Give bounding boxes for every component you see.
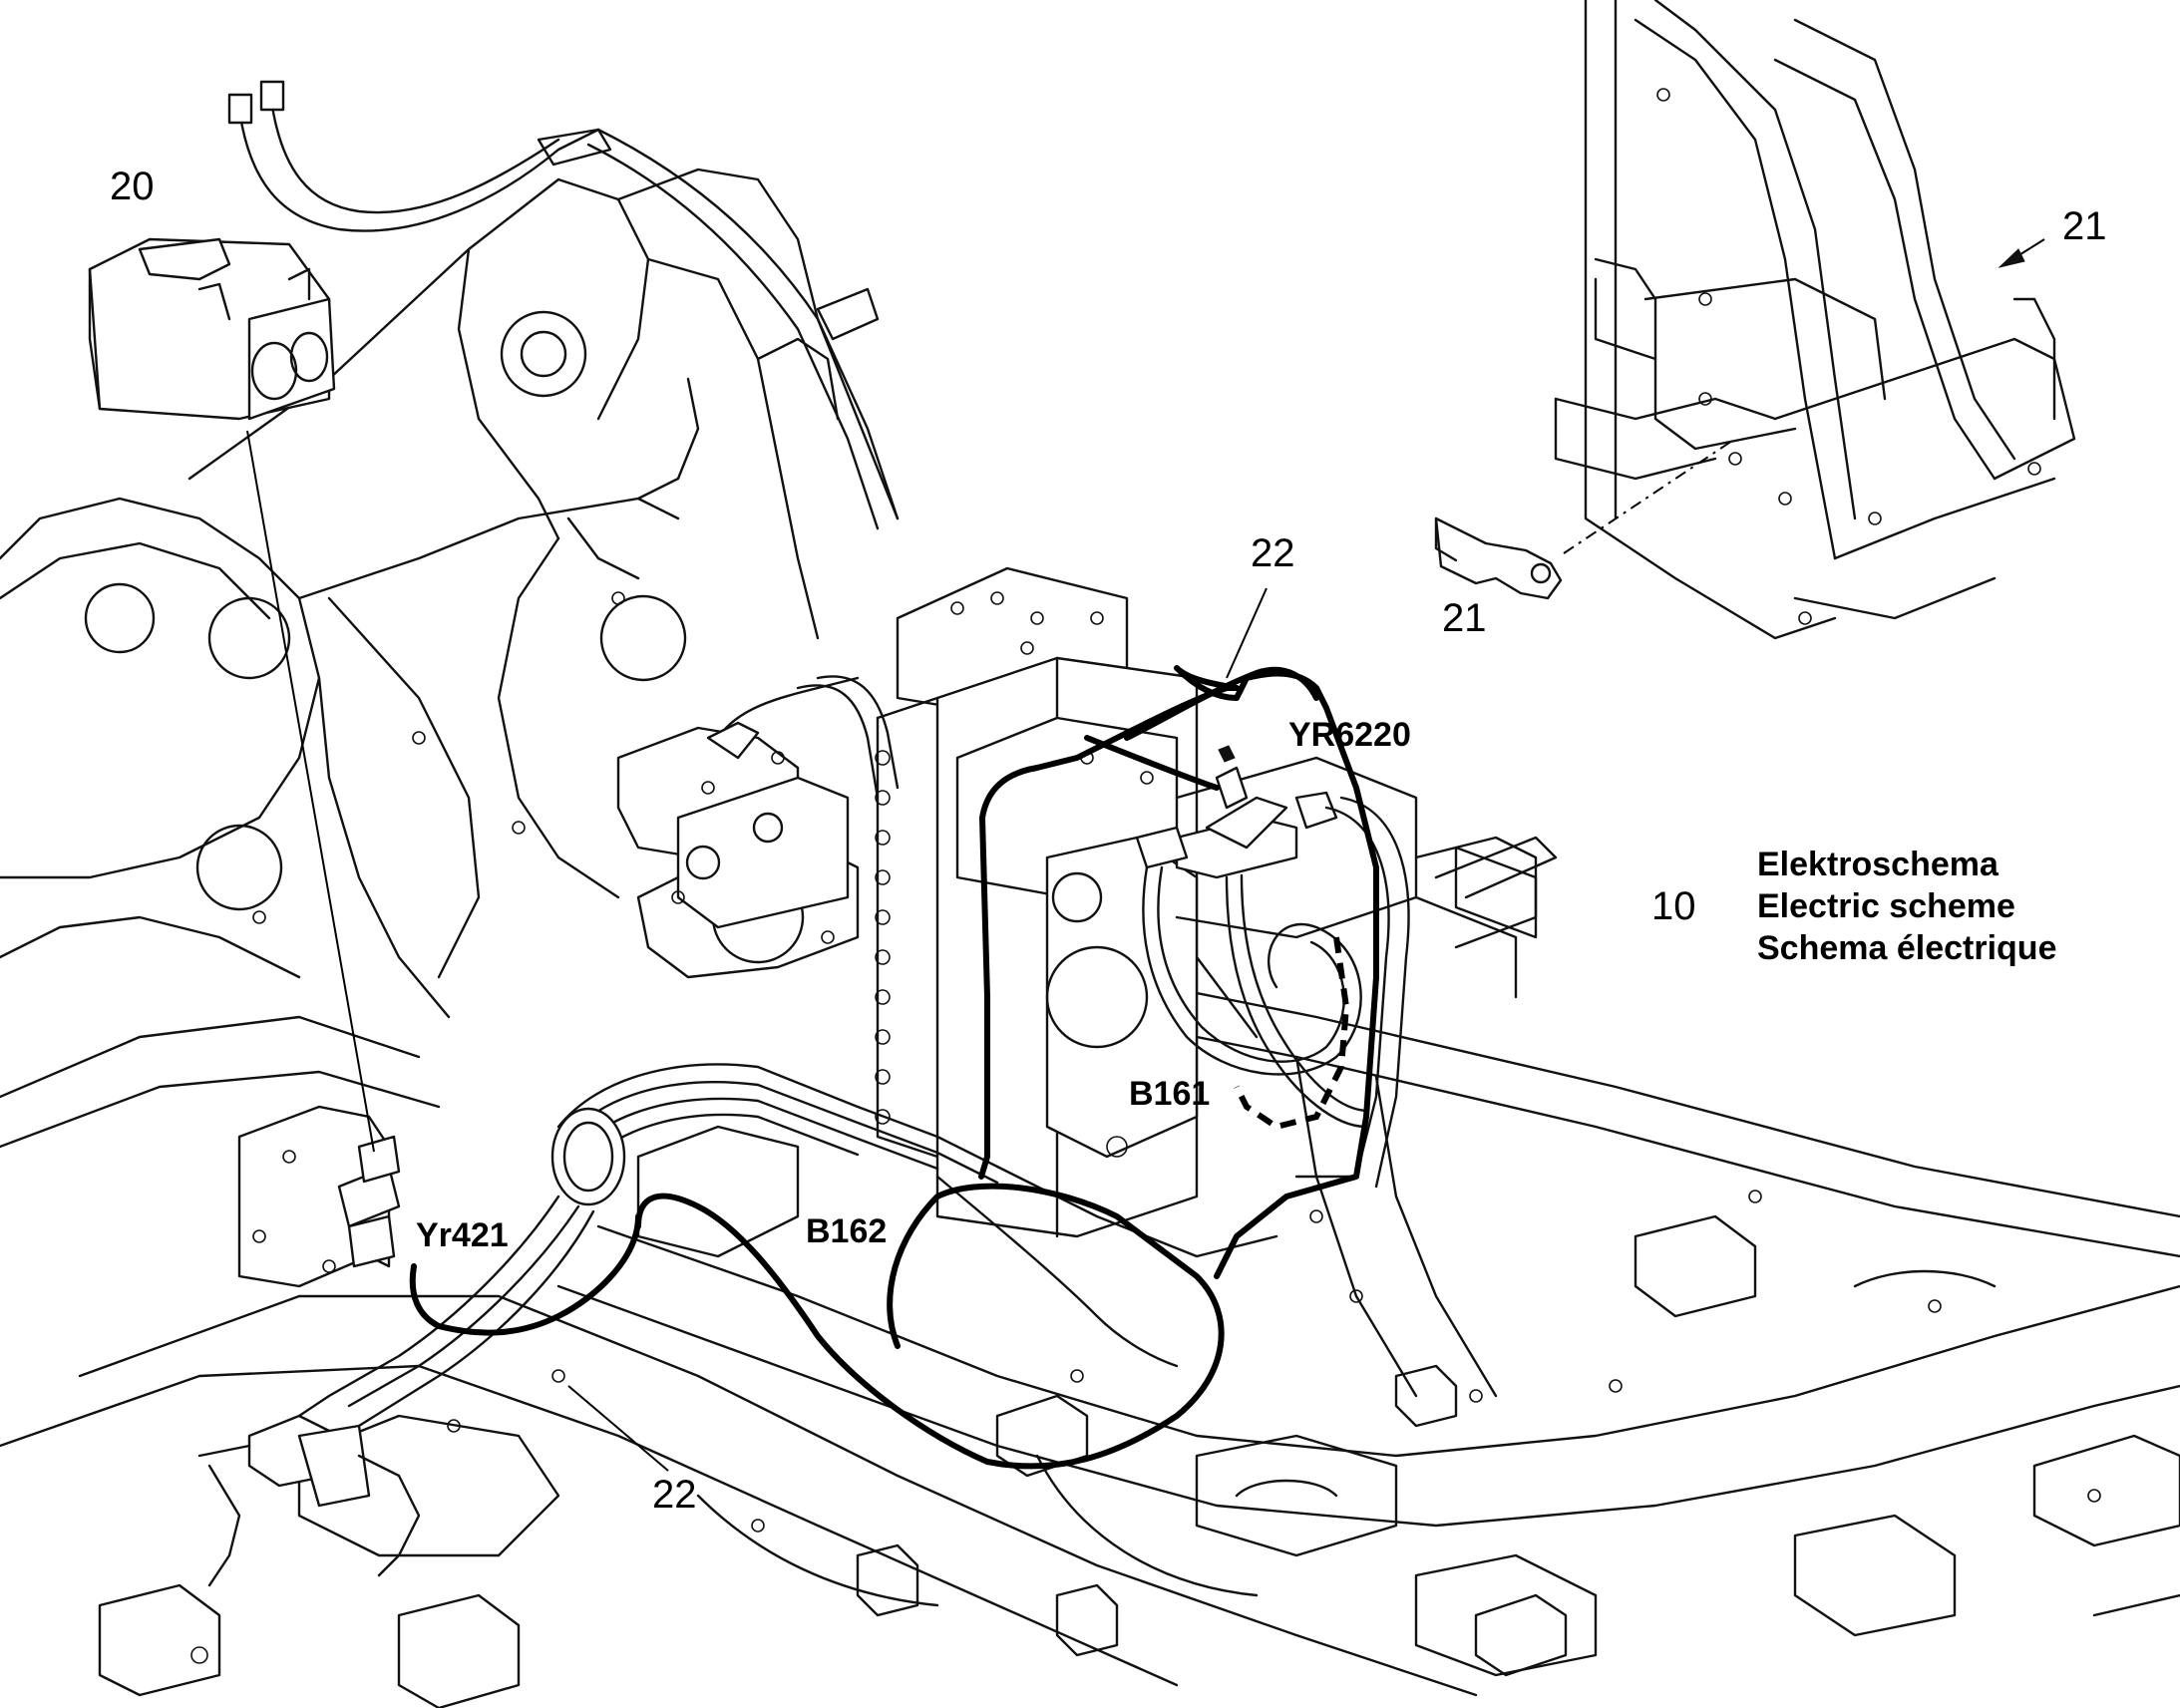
valve-bolts — [875, 750, 891, 1125]
label-yr421: Yr421 — [416, 1216, 509, 1254]
callout-20: 20 — [110, 165, 155, 208]
frame-casting-left — [0, 168, 900, 1019]
legend-ref-10: 10 — [1651, 884, 1696, 928]
callout-21-clip: 21 — [1442, 596, 1487, 640]
harness-leader-upper-22 — [1226, 587, 1268, 679]
control-block-yr421 — [237, 1105, 401, 1288]
hydraulic-pump — [616, 675, 900, 979]
bracket-assembly-21 — [1554, 0, 2076, 640]
cable-bundle — [297, 1063, 1278, 1428]
callout-21-top: 21 — [2062, 204, 2107, 248]
connector-20 — [88, 237, 336, 421]
connector-leader-20 — [246, 430, 375, 1153]
clip-leader-21 — [1563, 438, 1736, 554]
legend-line-sv: Elektroschema — [1757, 846, 1999, 883]
label-yr6220: YR6220 — [1288, 716, 1411, 754]
pressure-switch-lower-left — [190, 1414, 421, 1664]
label-b162: B162 — [806, 1212, 887, 1250]
legend-line-en: Electric scheme — [1757, 887, 2015, 925]
clip-21 — [1434, 516, 1563, 600]
callout-22-upper: 22 — [1251, 531, 1295, 575]
harness-22 — [409, 665, 1379, 1470]
callout-22-lower: 22 — [652, 1473, 697, 1517]
hydraulic-hoses-top — [227, 80, 900, 530]
chassis-rails — [0, 836, 2180, 1708]
frame-bolts — [252, 591, 2101, 1533]
sensor-b161-fitting — [1135, 745, 1338, 879]
legend-line-fr: Schema électrique — [1757, 929, 2056, 967]
bracket-arrow-21 — [1998, 238, 2045, 268]
harness-leader-lower-22 — [567, 1385, 669, 1472]
label-b161: B161 — [1129, 1075, 1210, 1113]
